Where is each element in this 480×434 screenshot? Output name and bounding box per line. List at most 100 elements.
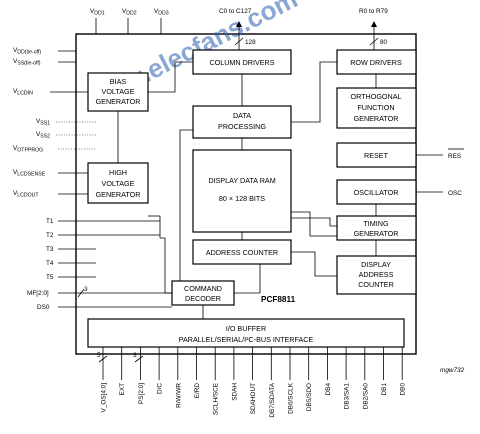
pin-vlcdsense: VLCDSENSE <box>13 169 88 178</box>
svg-text:RES: RES <box>448 153 461 160</box>
svg-text:VLCDOUT: VLCDOUT <box>13 190 39 199</box>
bottom-pin-label: V_OS[4:0] <box>101 383 108 413</box>
pin-t2: T2 <box>46 232 160 239</box>
svg-text:GENERATOR: GENERATOR <box>96 97 141 106</box>
block-display-data-ram: DISPLAY DATA RAM 80 × 128 BITS <box>192 149 292 233</box>
row-bus: 80 <box>369 21 388 50</box>
block-timing-generator: TIMING GENERATOR <box>336 215 417 241</box>
top-pins: VDD1 VDD2 VDD3 C0 to C127 R0 to R79 <box>90 8 388 34</box>
chip-name: PCF8811 <box>261 295 296 304</box>
svg-text:MF[2:0]: MF[2:0] <box>27 290 49 297</box>
svg-text:TIMING: TIMING <box>363 219 389 228</box>
bottom-pin: DB6/SCLK <box>288 347 295 414</box>
bottom-pin-label: DB5/SDO <box>306 383 313 411</box>
pin-vdd3: VDD3 <box>154 8 169 34</box>
svg-text:T3: T3 <box>46 246 54 253</box>
label-columns: C0 to C127 <box>219 8 252 15</box>
svg-text:5: 5 <box>97 352 101 359</box>
svg-text:DISPLAY DATA RAM: DISPLAY DATA RAM <box>208 176 275 185</box>
block-command-decoder: COMMAND DECODER <box>171 280 235 306</box>
bottom-pin: R/W/WR <box>175 347 182 408</box>
pin-ds0: DS0 <box>37 304 172 311</box>
bottom-pin: D/C <box>157 347 164 394</box>
svg-text:PROCESSING: PROCESSING <box>218 122 266 131</box>
bottom-pin: E/RD <box>194 347 201 398</box>
svg-text:VDD1: VDD1 <box>90 8 105 17</box>
bottom-pin: DB4 <box>325 347 332 395</box>
bottom-pin: DB0 <box>400 347 407 395</box>
bottom-pin-label: DB4 <box>325 383 332 396</box>
svg-text:OSC: OSC <box>448 190 462 197</box>
pin-t5: T5 <box>46 274 96 281</box>
pin-osc: OSC <box>416 190 462 197</box>
svg-text:HIGH: HIGH <box>109 168 127 177</box>
svg-text:3: 3 <box>84 286 88 293</box>
svg-text:COMMAND: COMMAND <box>184 284 222 293</box>
bottom-pin-label: SDAHOUT <box>250 383 257 414</box>
svg-text:80 × 128 BITS: 80 × 128 BITS <box>219 194 265 203</box>
svg-text:80: 80 <box>380 39 388 46</box>
svg-text:T5: T5 <box>46 274 54 281</box>
label-rows: R0 to R79 <box>359 8 388 15</box>
pin-vss-tieoff: VSS(tie-off) <box>13 58 76 67</box>
pin-vlcdin: VLCDIN <box>13 88 88 97</box>
bottom-pin: DB7/SDATA <box>269 347 276 418</box>
svg-text:DS0: DS0 <box>37 304 50 311</box>
bottom-pin: V_OS[4:0] <box>101 347 108 413</box>
svg-text:T1: T1 <box>46 218 54 225</box>
svg-text:RESET: RESET <box>364 151 389 160</box>
svg-text:T2: T2 <box>46 232 54 239</box>
svg-text:VSS(tie-off): VSS(tie-off) <box>13 58 41 67</box>
svg-text:VDD2: VDD2 <box>122 8 137 17</box>
pin-votpprog: VOTPPROG <box>13 145 96 154</box>
bottom-pin: DB3/SA1 <box>344 347 351 409</box>
svg-text:T4: T4 <box>46 260 54 267</box>
svg-text:VLCDIN: VLCDIN <box>13 88 33 97</box>
pin-vdd-tieoff: VDD(tie-off) <box>13 47 76 56</box>
svg-text:BIAS: BIAS <box>110 77 127 86</box>
block-column-drivers: COLUMN DRIVERS <box>192 49 292 75</box>
block-display-address-counter: DISPLAY ADDRESS COUNTER <box>336 255 417 295</box>
bottom-pin-label: DB2/SA0 <box>362 383 369 410</box>
svg-text:OSCILLATOR: OSCILLATOR <box>354 188 399 197</box>
svg-text:GENERATOR: GENERATOR <box>96 190 141 199</box>
bottom-bus-marks: 5 3 <box>97 352 144 363</box>
column-bus: 128 <box>234 21 256 50</box>
block-reset: RESET <box>336 142 417 168</box>
svg-text:ROW DRIVERS: ROW DRIVERS <box>350 58 402 67</box>
block-address-counter: ADDRESS COUNTER <box>192 239 292 265</box>
svg-text:DECODER: DECODER <box>185 294 221 303</box>
svg-text:VSS2: VSS2 <box>36 131 50 140</box>
bottom-pin-label: SCLH/SCE <box>213 383 220 415</box>
svg-text:VSS1: VSS1 <box>36 118 50 127</box>
svg-text:VOTPPROG: VOTPPROG <box>13 145 43 154</box>
bottom-pin: DB5/SDO <box>306 347 313 411</box>
svg-text:COUNTER: COUNTER <box>358 280 394 289</box>
bottom-pin-label: R/W/WR <box>175 383 182 408</box>
block-high-voltage-generator: HIGH VOLTAGE GENERATOR <box>87 162 149 204</box>
figure-code: mgw732 <box>440 367 465 374</box>
svg-text:VDD3: VDD3 <box>154 8 169 17</box>
bottom-pin-label: D/C <box>157 383 164 394</box>
block-data-processing: DATA PROCESSING <box>192 105 292 139</box>
svg-text:ORTHOGONAL: ORTHOGONAL <box>351 92 402 101</box>
svg-text:VOLTAGE: VOLTAGE <box>102 179 135 188</box>
pin-t1: T1 <box>46 218 160 225</box>
svg-text:ADDRESS: ADDRESS <box>359 270 394 279</box>
left-pins: VDD(tie-off) VSS(tie-off) VLCDIN VSS1 VS… <box>13 47 172 311</box>
block-row-drivers: ROW DRIVERS <box>336 49 417 75</box>
bottom-pin: SDAH <box>231 347 238 401</box>
svg-text:GENERATOR: GENERATOR <box>354 229 399 238</box>
svg-text:DATA: DATA <box>233 111 251 120</box>
bottom-pin-label: DB3/SA1 <box>344 383 351 410</box>
bottom-pin-label: DB0 <box>400 383 407 396</box>
pin-vss2: VSS2 <box>36 131 96 140</box>
pin-vdd2: VDD2 <box>122 8 137 34</box>
pin-mf: MF[2:0] 3 <box>27 286 172 298</box>
bottom-pin-label: SDAH <box>231 383 238 401</box>
bottom-pin-label: PS[2:0] <box>138 383 145 404</box>
svg-text:VOLTAGE: VOLTAGE <box>102 87 135 96</box>
right-pins: RES OSC <box>416 148 464 197</box>
